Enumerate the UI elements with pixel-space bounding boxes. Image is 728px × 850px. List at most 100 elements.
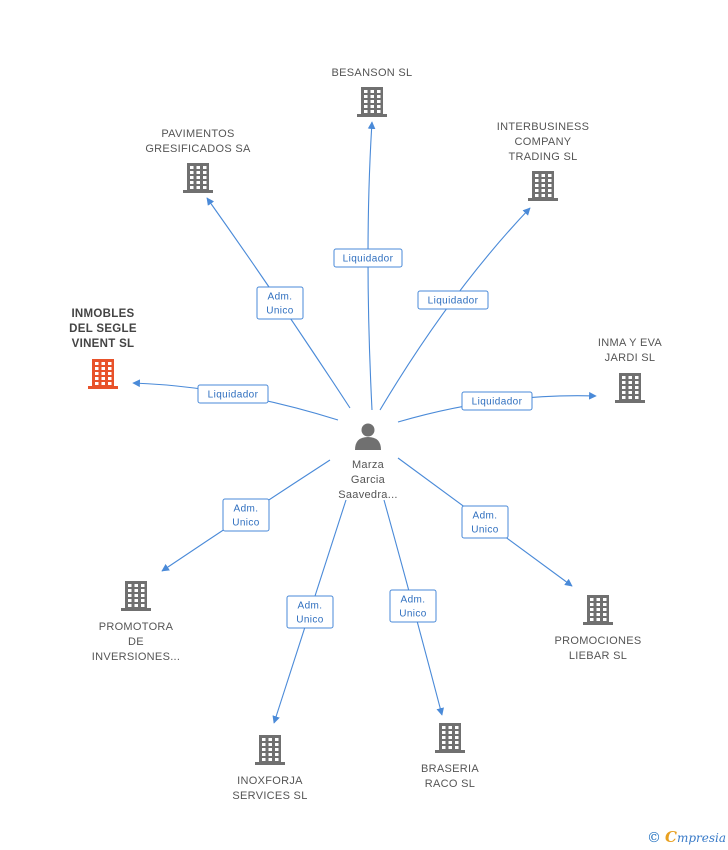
window — [548, 184, 552, 187]
window — [190, 166, 194, 169]
relation-label-besanson[interactable]: Liquidador — [333, 248, 403, 268]
relation-label-interbusiness[interactable]: Liquidador — [417, 290, 489, 310]
window — [141, 599, 145, 602]
window — [108, 377, 112, 380]
window — [622, 391, 626, 394]
building-icon[interactable] — [583, 595, 613, 625]
window — [101, 382, 105, 385]
relation-box — [461, 505, 509, 539]
building-icon-base — [255, 762, 285, 765]
window — [377, 100, 381, 103]
window — [603, 618, 607, 621]
window — [196, 181, 200, 184]
building-icon[interactable] — [255, 735, 285, 765]
relation-label-inoxforja[interactable]: Adm.Unico — [286, 595, 334, 629]
company-name-line: INVERSIONES... — [92, 651, 181, 663]
company-name-line: JARDI SL — [605, 352, 656, 364]
window — [141, 604, 145, 607]
window — [95, 362, 99, 365]
window — [268, 753, 272, 756]
window — [134, 604, 138, 607]
relation-label-inma[interactable]: Liquidador — [461, 391, 533, 411]
window — [535, 189, 539, 192]
window — [548, 174, 552, 177]
window — [262, 753, 266, 756]
relation-label-inmobles[interactable]: Liquidador — [197, 384, 269, 404]
window — [370, 105, 374, 108]
window — [108, 372, 112, 375]
building-icon[interactable] — [357, 87, 387, 117]
window — [541, 179, 545, 182]
company-name-line: LIEBAR SL — [569, 650, 627, 662]
window — [377, 110, 381, 113]
window — [548, 194, 552, 197]
company-name: BESANSON SL — [332, 67, 413, 79]
window — [541, 184, 545, 187]
building-icon[interactable] — [615, 373, 645, 403]
relation-label-promociones[interactable]: Adm.Unico — [461, 505, 509, 539]
building-icon[interactable] — [183, 163, 213, 193]
window — [101, 362, 105, 365]
window — [622, 376, 626, 379]
window — [262, 748, 266, 751]
window — [596, 603, 600, 606]
company-name-line: PROMOTORA — [99, 621, 174, 633]
building-icon[interactable] — [121, 581, 151, 611]
company-node-besanson[interactable]: BESANSON SL — [332, 67, 413, 117]
person-name-line: Marza — [352, 459, 385, 471]
window — [377, 90, 381, 93]
brand-name: mpresia — [676, 831, 726, 845]
relation-label-pavimentos[interactable]: Adm.Unico — [256, 286, 304, 320]
brand-footer[interactable]: ©Cmpresia — [647, 828, 726, 846]
window — [635, 376, 639, 379]
building-icon[interactable] — [88, 359, 118, 389]
building-icon[interactable] — [528, 171, 558, 201]
relation-box — [256, 286, 304, 320]
window — [628, 376, 632, 379]
window — [590, 613, 594, 616]
window — [603, 603, 607, 606]
window — [364, 100, 368, 103]
company-name-line: INMA Y EVA — [598, 337, 663, 349]
window — [196, 171, 200, 174]
window — [203, 181, 207, 184]
window — [268, 738, 272, 741]
window — [377, 95, 381, 98]
relation-text: Adm.Unico — [232, 504, 260, 529]
relation-label-promotora[interactable]: Adm.Unico — [222, 498, 270, 532]
window — [134, 599, 138, 602]
relation-text: Liquidador — [472, 397, 523, 408]
window — [262, 743, 266, 746]
company-name-line: GRESIFICADOS SA — [145, 143, 251, 155]
window — [596, 598, 600, 601]
window — [548, 189, 552, 192]
relation-label-braseria[interactable]: Adm.Unico — [389, 589, 437, 623]
building-icon[interactable] — [435, 723, 465, 753]
relation-text-line: Unico — [471, 525, 499, 536]
window — [262, 738, 266, 741]
window — [448, 741, 452, 744]
relation-text: Liquidador — [428, 296, 479, 307]
relation-box — [197, 384, 269, 404]
window — [535, 184, 539, 187]
window — [203, 186, 207, 189]
window — [455, 741, 459, 744]
company-node-inma[interactable]: INMA Y EVA JARDI SL — [598, 337, 663, 403]
window — [95, 382, 99, 385]
company-name-line: TRADING SL — [508, 151, 577, 163]
relation-box — [417, 290, 489, 310]
window — [635, 381, 639, 384]
window — [190, 176, 194, 179]
